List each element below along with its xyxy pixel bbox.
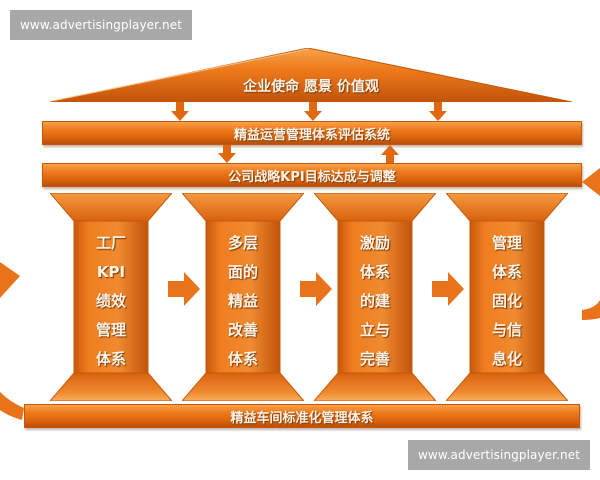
arrow-down-icon — [171, 102, 189, 121]
watermark-bottom: www.advertisingplayer.net — [408, 440, 590, 470]
roof-label: 企业使命 愿景 价值观 — [243, 79, 379, 95]
cycle-arrow-left-icon — [0, 262, 24, 420]
kpi-strategy-bar: 公司战略KPI目标达成与调整 — [42, 163, 582, 187]
pillar-shape — [446, 193, 568, 401]
evaluation-system-bar: 精益运营管理体系评估系统 — [42, 121, 582, 145]
pillar-shape — [314, 193, 436, 401]
arrow-down-icon — [218, 145, 236, 163]
watermark-top: www.advertisingplayer.net — [10, 10, 192, 40]
arrow-down-icon — [429, 102, 447, 121]
arrow-right-icon — [168, 272, 200, 306]
pillar-incentive-system: 激励 体系 的建 立与 完善 — [314, 193, 436, 401]
pillar-kpi-performance: 工厂 KPI 绩效 管理 体系 — [50, 193, 172, 401]
arrow-down-icon — [304, 102, 322, 121]
arrow-right-icon — [300, 272, 332, 306]
foundation-bar: 精益车间标准化管理体系 — [24, 404, 580, 428]
pillar-label: 工厂 KPI 绩效 管理 体系 — [95, 234, 126, 368]
arrow-up-icon — [381, 145, 399, 163]
pillar-label: 激励 体系 的建 立与 完善 — [359, 234, 390, 368]
pillar-shape — [50, 193, 172, 401]
roof-triangle — [50, 48, 572, 102]
pillar-shape — [182, 193, 304, 401]
pillar-label: 管理 体系 固化 与信 息化 — [491, 234, 522, 368]
pillar-label: 多层 面的 精益 改善 体系 — [227, 234, 258, 368]
pillar-informatization: 管理 体系 固化 与信 息化 — [446, 193, 568, 401]
cycle-arrow-right-icon — [582, 168, 600, 320]
arrow-right-icon — [432, 272, 464, 306]
pillar-lean-improvement: 多层 面的 精益 改善 体系 — [182, 193, 304, 401]
